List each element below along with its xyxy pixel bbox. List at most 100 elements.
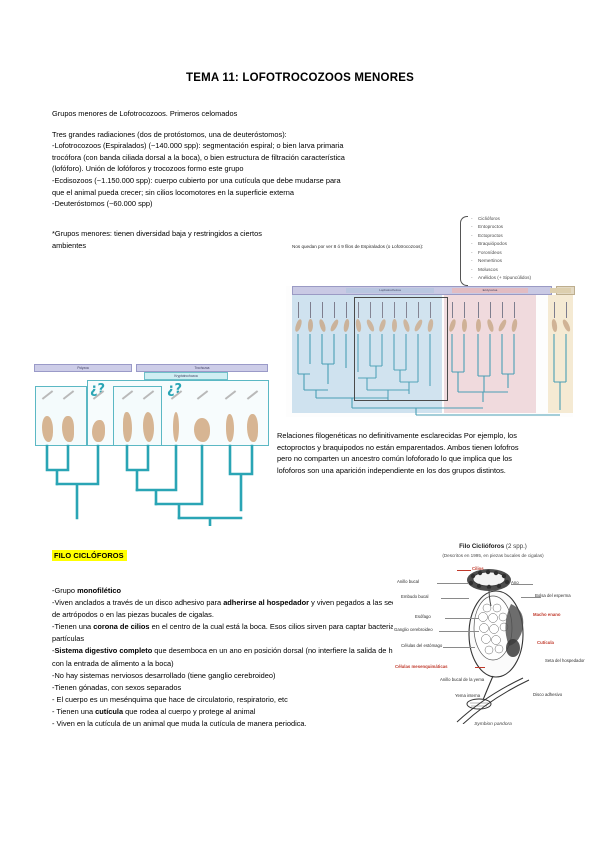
taxon-tick — [298, 302, 299, 318]
label-seta-hospedador-text: Seta del hospedador — [545, 658, 585, 663]
list-item: Foronídeos — [471, 249, 531, 257]
label-embudo-bucal: Embudo bucal — [401, 594, 429, 599]
figure-phylogeny-overview: Nos quedan por ver 8 ó 9 filos de Espira… — [286, 214, 575, 418]
list-item: -No hay sistemas nerviosos desarrollado … — [52, 670, 276, 680]
list-item-emphasis: corona de cilios — [93, 622, 150, 632]
label-ganglio-cerebroideo: Ganglio cerebroideo — [394, 627, 433, 632]
subband-ecdysozoa: Ecdysozoa — [452, 288, 528, 293]
taxon-silhouette — [173, 412, 179, 442]
label-anillo-bucal-yema-text: Anillo bucal de la yema — [440, 677, 485, 682]
subband-deuterostomia — [550, 288, 571, 293]
leader-line — [439, 631, 479, 632]
list-item: -Grupo monofilético — [52, 586, 121, 595]
selection-highlight-box — [354, 297, 448, 401]
taxon-tick — [418, 302, 419, 318]
clado-band-kryptotrochozoa: Kryptotrochozoa — [144, 372, 228, 380]
taxon-tick — [346, 302, 347, 318]
list-item: Ectoproctos — [471, 232, 531, 240]
list-item: -Tienen una corona de cilios en el centr… — [52, 622, 404, 644]
clado-group-box-3 — [113, 386, 162, 446]
taxon-tick — [514, 302, 515, 318]
label-cilios: Cilios — [472, 566, 484, 571]
list-item-emphasis: monofilético — [77, 586, 121, 595]
label-cuticula: Cutícula — [537, 640, 554, 645]
taxon-tick — [358, 302, 359, 318]
list-item: -Tienen gónadas, con sexos separados — [52, 682, 182, 692]
leader-line — [437, 583, 469, 584]
taxon-tick — [502, 302, 503, 318]
list-item: - Tienen una cutícula que rodea al cuerp… — [52, 706, 256, 716]
list-item-emphasis: Sistema digestivo completo — [54, 646, 153, 656]
intro-text-block: Grupos menores de Lofotrocozoos. Primero… — [52, 108, 352, 210]
anatomy-title: Filo Ciclióforos (2 spp.) — [393, 543, 593, 550]
taxon-tick — [554, 302, 555, 318]
region-lophotrochozoa — [292, 295, 442, 413]
clado-band-polyzoa: Polyzoa — [34, 364, 132, 372]
taxon-tick — [566, 302, 567, 318]
taxon-silhouette — [91, 420, 105, 442]
figure-symbion-anatomy: Filo Ciclióforos (2 spp.) (Descritos en … — [393, 540, 593, 745]
list-item: - Viven en la cutícula de un animal que … — [52, 719, 307, 729]
label-anillo-bucal-yema: Anillo bucal de la yema — [440, 677, 484, 683]
list-item: -Sistema digestivo completo que desemboc… — [52, 646, 409, 668]
intro-radiations: Tres grandes radiaciones (dos de protóst… — [52, 129, 287, 139]
anatomy-title-bold: Filo Ciclióforos — [459, 543, 505, 550]
taxon-tick — [430, 302, 431, 318]
taxon-silhouette — [41, 416, 53, 442]
clado-band-trochozoa: Trochozoa — [136, 364, 268, 372]
list-item: Moluscos — [471, 266, 531, 274]
label-disco-adhesivo: Disco adhesivo — [533, 692, 563, 697]
label-bolsa-esperma: Bolsa del esperma — [535, 593, 571, 598]
anatomy-caption: Symbion pandora — [474, 722, 512, 727]
anatomy-subtitle: (Descritos en 1995, en piezas bucales de… — [442, 553, 544, 558]
symbion-pandora-drawing — [456, 569, 530, 724]
taxon-tick — [370, 302, 371, 318]
taxon-tick — [382, 302, 383, 318]
ciclioforos-bullet-list: -Grupo monofilético -Viven anclados a tra… — [52, 585, 412, 730]
taxon-tick — [490, 302, 491, 318]
phylogenetic-tree-panel: Protostomia Lophotrochozoa Ecdysozoa — [286, 286, 575, 417]
intro-note: *Grupos menores: tienen diversidad baja … — [52, 229, 262, 250]
taxon-tick — [406, 302, 407, 318]
intro-subtitle: Grupos menores de Lofotrocozoos. Primero… — [52, 109, 238, 118]
intro-deuterostomos: -Deuteróstomos (~60.000 spp) — [52, 199, 153, 209]
intro-lofotrocozoos: -Lofotrocozoos (Espiralados) (~140.000 s… — [52, 141, 345, 174]
leader-line — [441, 598, 469, 599]
leader-line — [475, 667, 485, 668]
page-title: TEMA 11: LOFOTROCOZOOS MENORES — [186, 72, 414, 84]
section-heading-ciclioforos: FILO CICLÓFOROS — [52, 550, 127, 561]
label-celulas-estomago: Células del estómago — [401, 643, 443, 648]
label-anillo-bucal: Anillo bucal — [397, 579, 419, 584]
brace-icon — [460, 216, 468, 286]
label-seta-hospedador: Seta del hospedador — [545, 658, 585, 664]
intro-ecdisozoos: -Ecdisozoos (~1.150.000 spp): cuerpo cub… — [52, 175, 341, 197]
list-item: Braquiópodos — [471, 240, 531, 248]
cladogram-branches — [45, 444, 254, 526]
list-item: -Viven anclados a través de un disco adh… — [52, 598, 404, 620]
tree-branches — [297, 334, 567, 416]
phylum-list: Ciclióforos Entoproctos Ectoproctos Braq… — [471, 215, 531, 283]
taxon-silhouette — [226, 414, 234, 442]
list-item-emphasis: cutícula — [95, 706, 124, 716]
list-item: Entoproctos — [471, 223, 531, 231]
figure-top-caption: Nos quedan por ver 8 ó 9 filos de Espira… — [292, 244, 424, 249]
list-item-emphasis: adherirse al hospedador — [223, 598, 310, 608]
leader-line — [443, 647, 475, 648]
taxon-silhouette — [246, 414, 258, 442]
taxon-tick — [452, 302, 453, 318]
taxon-tick — [464, 302, 465, 318]
leader-line — [511, 584, 533, 585]
taxon-tick — [394, 302, 395, 318]
label-celulas-mesenquimaticas: Células mesenquimáticas — [395, 664, 448, 669]
taxon-silhouette — [194, 418, 210, 442]
subband-lophotrochozoa: Lophotrochozoa — [346, 288, 434, 293]
list-item: Nemertinos — [471, 257, 531, 265]
anatomy-title-rest: (2 spp.) — [504, 543, 527, 550]
list-item: - El cuerpo es un mesénquima que hace de… — [52, 694, 288, 704]
paragraph-phylogenetic-relations: Relaciones filogenéticas no definitivame… — [277, 431, 519, 475]
label-macho-enano: Macho enano — [533, 612, 561, 617]
label-yema-interna: Yema interna — [455, 693, 481, 698]
leader-line — [445, 618, 479, 619]
list-item: Anélidos (+ Sipuncúlidos) — [471, 274, 531, 282]
